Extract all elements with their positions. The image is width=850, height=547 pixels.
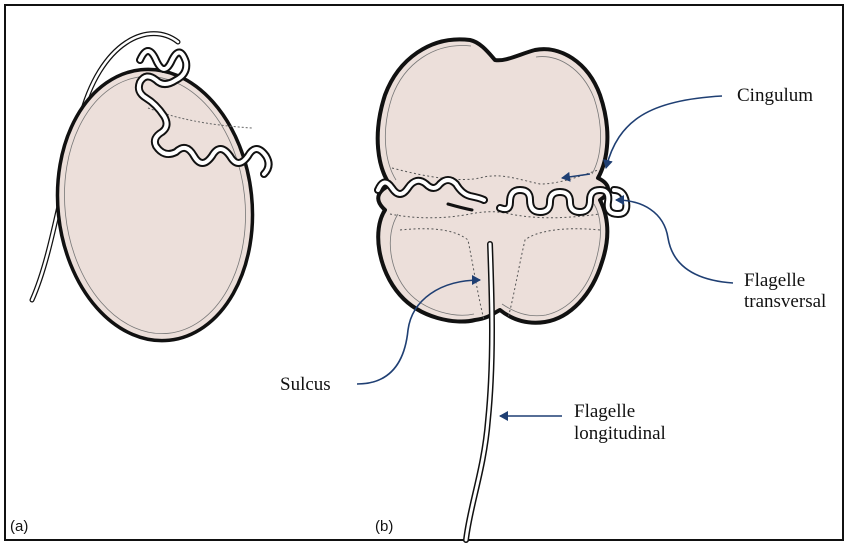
label-flagelle-longitudinal-line1: Flagelle [574,401,635,422]
label-sulcus: Sulcus [280,374,331,395]
label-flagelle-transversal-line2: transversal [744,291,826,312]
cell-a [32,34,269,351]
label-cingulum: Cingulum [737,85,813,106]
arrow-flagelle-transversal [616,200,733,283]
cell-b [378,39,627,540]
arrow-cingulum [606,96,722,168]
label-flagelle-longitudinal-line2: longitudinal [574,423,666,444]
label-flagelle-transversal-line1: Flagelle [744,270,805,291]
panel-label-a: (a) [10,518,28,535]
panel-label-b: (b) [375,518,393,535]
